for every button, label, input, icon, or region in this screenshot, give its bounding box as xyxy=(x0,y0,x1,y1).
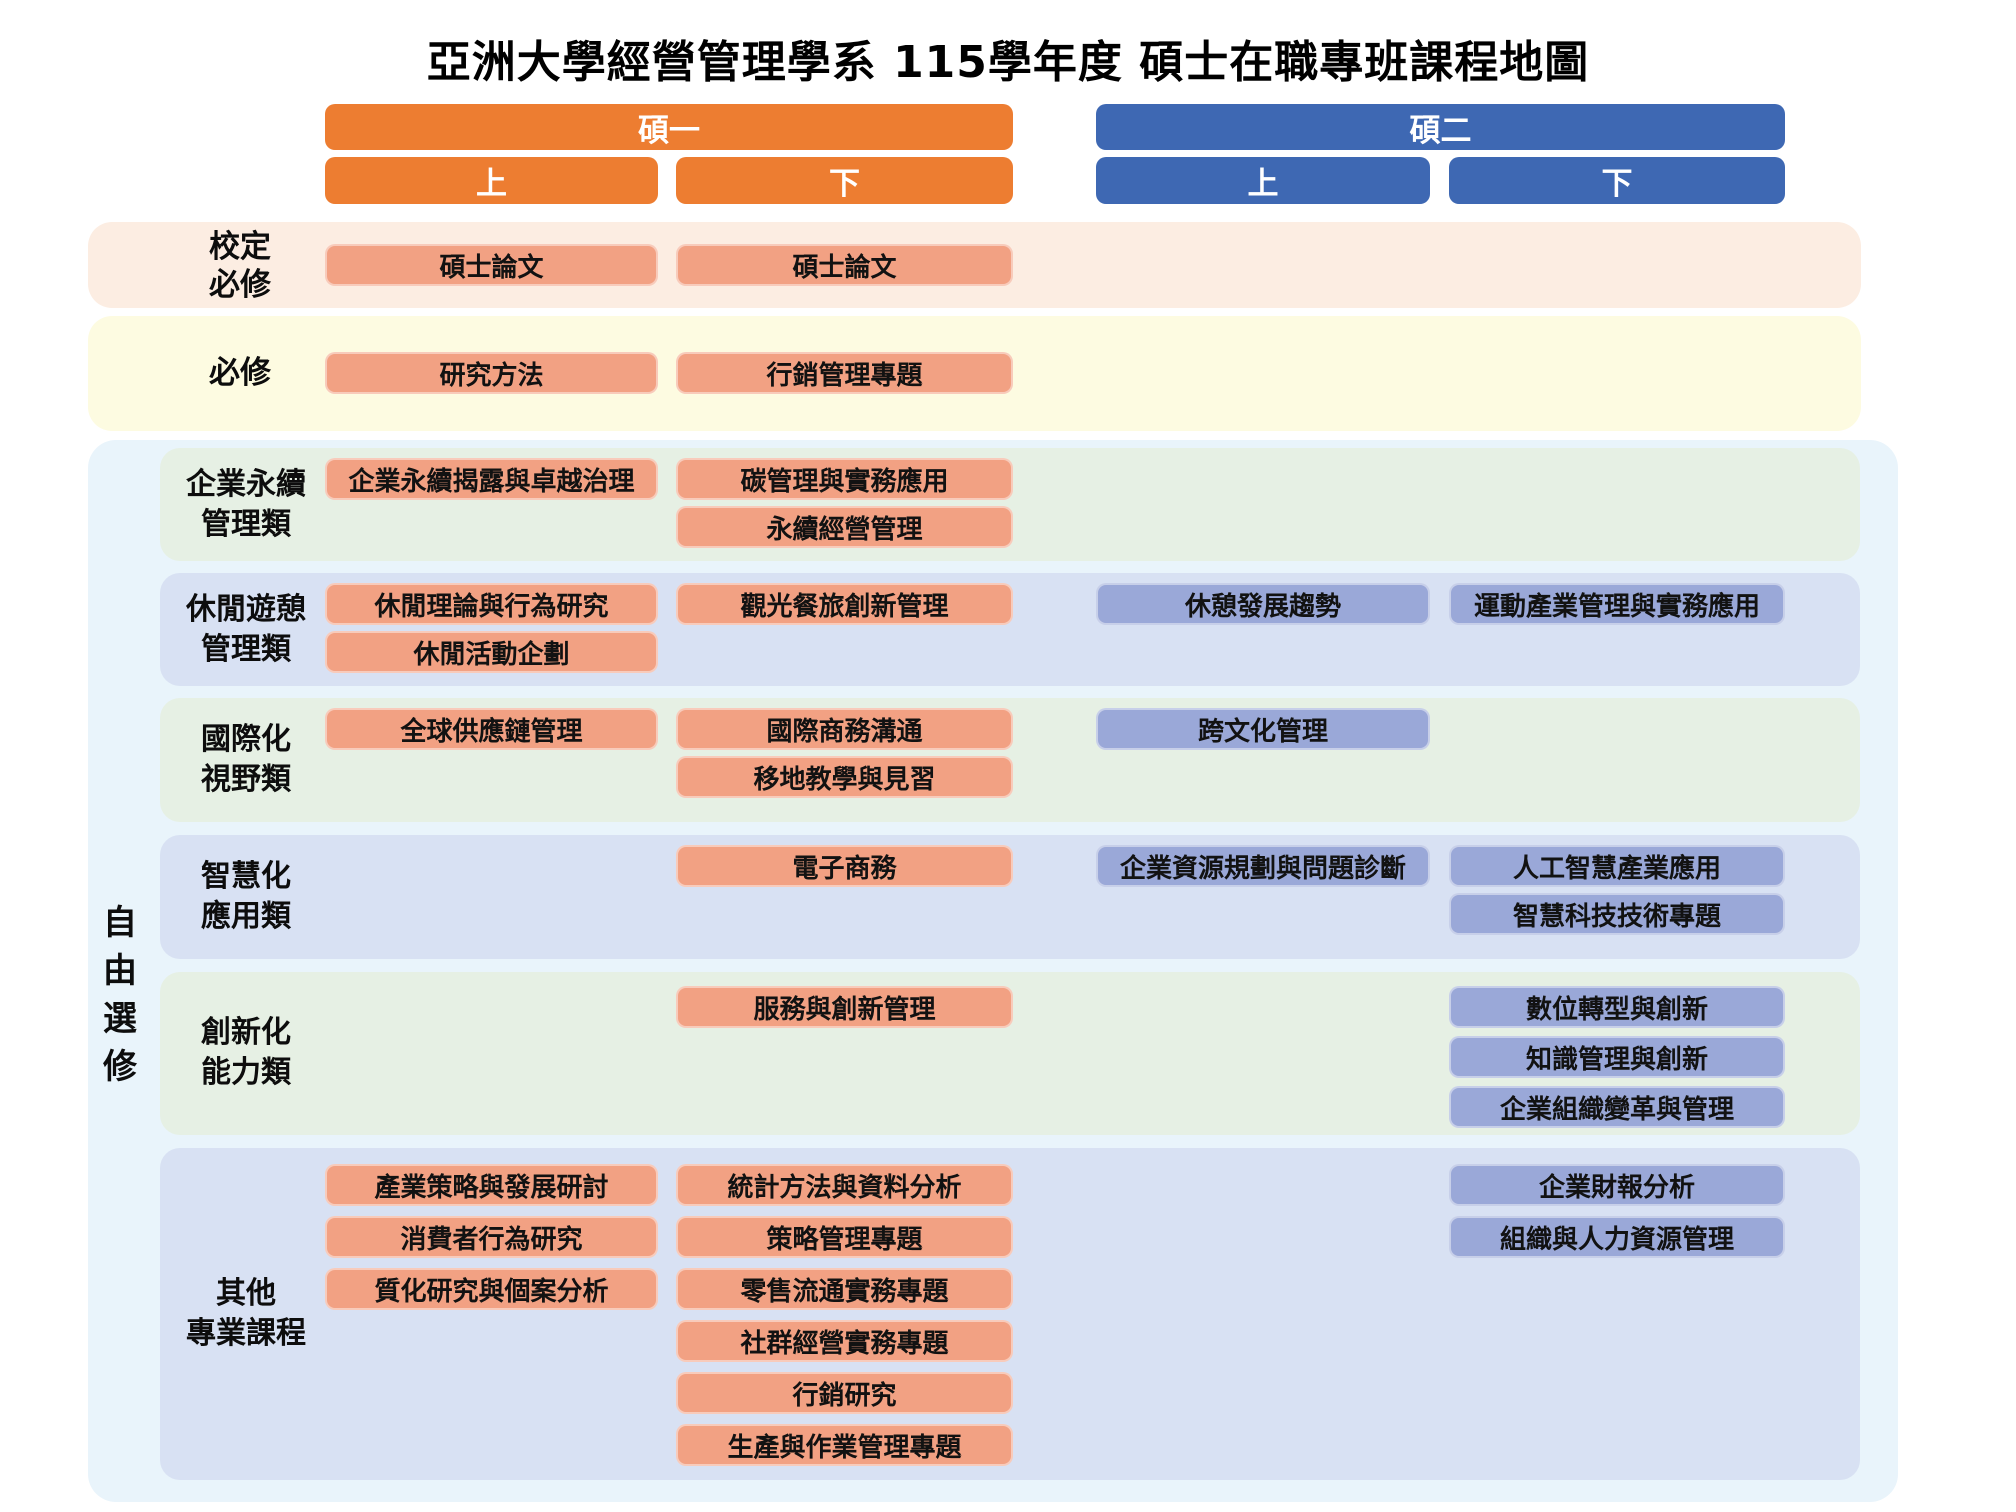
row-label-line: 校定 xyxy=(209,229,271,265)
section-label-innovation: 創新化 能力類 xyxy=(160,1010,332,1096)
row-label-school-required: 校定 必修 xyxy=(150,229,330,303)
section-label-line: 休閒遊憩 xyxy=(186,592,306,627)
section-label-leisure: 休閒遊憩 管理類 xyxy=(160,587,332,673)
course-pill: 消費者行為研究 xyxy=(325,1216,658,1258)
elective-side-label: 自由選修 xyxy=(96,904,137,1096)
page-title: 亞洲大學經營管理學系 115學年度 碩士在職專班課程地圖 xyxy=(426,37,1590,88)
course-pill: 電子商務 xyxy=(676,845,1013,887)
row-label-line: 必修 xyxy=(209,355,271,391)
course-pill: 休閒理論與行為研究 xyxy=(325,583,658,625)
course-pill: 移地教學與見習 xyxy=(676,756,1013,798)
course-pill: 企業資源規劃與問題診斷 xyxy=(1096,845,1430,887)
row-label-required: 必修 xyxy=(150,338,330,408)
section-label-international: 國際化 視野類 xyxy=(160,717,332,803)
course-pill: 人工智慧產業應用 xyxy=(1449,845,1785,887)
section-label-line: 管理類 xyxy=(201,507,291,542)
course-pill: 碳管理與實務應用 xyxy=(676,458,1013,500)
course-pill: 國際商務溝通 xyxy=(676,708,1013,750)
section-label-line: 創新化 xyxy=(201,1015,291,1050)
row-label-line: 必修 xyxy=(209,267,271,303)
section-label-line: 其他 xyxy=(216,1276,276,1311)
course-pill: 企業組織變革與管理 xyxy=(1449,1086,1785,1128)
section-label-line: 能力類 xyxy=(201,1055,291,1090)
section-label-smart: 智慧化 應用類 xyxy=(160,854,332,940)
course-pill: 社群經營實務專題 xyxy=(676,1320,1013,1362)
course-pill: 休憩發展趨勢 xyxy=(1096,583,1430,625)
section-label-line: 企業永續 xyxy=(186,467,306,502)
course-pill: 永續經營管理 xyxy=(676,506,1013,548)
course-pill: 統計方法與資料分析 xyxy=(676,1164,1013,1206)
course-pill: 全球供應鏈管理 xyxy=(325,708,658,750)
course-pill: 服務與創新管理 xyxy=(676,986,1013,1028)
course-pill: 質化研究與個案分析 xyxy=(325,1268,658,1310)
course-pill: 知識管理與創新 xyxy=(1449,1036,1785,1078)
course-pill: 數位轉型與創新 xyxy=(1449,986,1785,1028)
course-pill: 策略管理專題 xyxy=(676,1216,1013,1258)
header-year2-upper: 上 xyxy=(1096,157,1430,204)
course-pill: 零售流通實務專題 xyxy=(676,1268,1013,1310)
section-label-line: 應用類 xyxy=(201,899,291,934)
course-pill: 觀光餐旅創新管理 xyxy=(676,583,1013,625)
course-pill: 組織與人力資源管理 xyxy=(1449,1216,1785,1258)
header-year2-lower: 下 xyxy=(1449,157,1785,204)
header-year2: 碩二 xyxy=(1096,104,1785,150)
section-label-line: 管理類 xyxy=(201,632,291,667)
course-pill: 碩士論文 xyxy=(325,244,658,286)
header-year1-upper: 上 xyxy=(325,157,658,204)
course-pill: 產業策略與發展研討 xyxy=(325,1164,658,1206)
section-label-line: 專業課程 xyxy=(186,1316,306,1351)
header-year1: 碩一 xyxy=(325,104,1013,150)
section-label-sustainability: 企業永續 管理類 xyxy=(160,462,332,548)
section-label-line: 視野類 xyxy=(201,762,291,797)
section-label-line: 國際化 xyxy=(201,722,291,757)
course-pill: 企業財報分析 xyxy=(1449,1164,1785,1206)
course-pill: 企業永續揭露與卓越治理 xyxy=(325,458,658,500)
course-pill: 智慧科技技術專題 xyxy=(1449,893,1785,935)
course-pill: 休閒活動企劃 xyxy=(325,631,658,673)
course-pill: 行銷管理專題 xyxy=(676,352,1013,394)
course-pill: 跨文化管理 xyxy=(1096,708,1430,750)
header-year1-lower: 下 xyxy=(676,157,1013,204)
course-pill: 碩士論文 xyxy=(676,244,1013,286)
course-pill: 生產與作業管理專題 xyxy=(676,1424,1013,1466)
section-label-other: 其他 專業課程 xyxy=(160,1271,332,1357)
course-pill: 運動產業管理與實務應用 xyxy=(1449,583,1785,625)
course-pill: 研究方法 xyxy=(325,352,658,394)
course-pill: 行銷研究 xyxy=(676,1372,1013,1414)
section-label-line: 智慧化 xyxy=(201,859,291,894)
